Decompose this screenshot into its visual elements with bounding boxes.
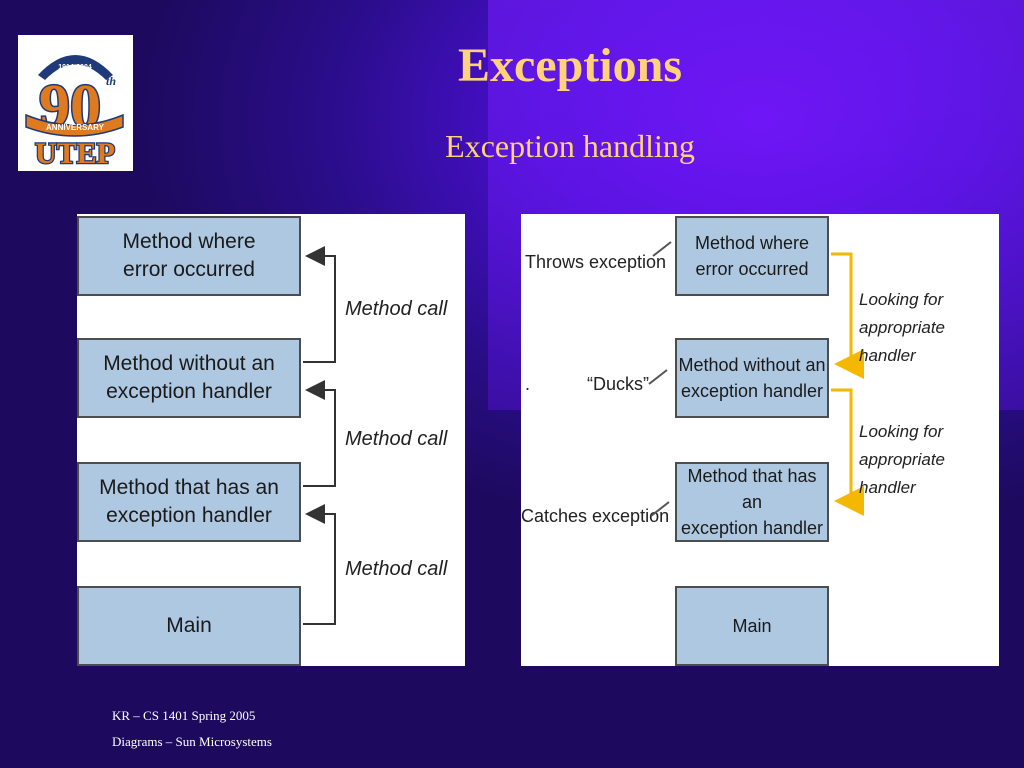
looking-for-handler-label-2: Looking for appropriate handler: [859, 422, 946, 497]
utep-90th-anniversary-logo: 1914-2004 90 th ANNIVERSARY UTEP: [18, 35, 133, 171]
ducks-label: “Ducks”: [587, 374, 649, 394]
box-main: Main: [77, 586, 301, 666]
box-method-with-handler: Method that has an exception handler: [77, 462, 301, 542]
logo-ribbon: ANNIVERSARY: [46, 123, 105, 132]
handler-search-arrows: [648, 241, 864, 517]
method-call-arrows: [303, 246, 336, 625]
box-main: Main: [675, 586, 829, 666]
exception-propagation-diagram: Method where error occurred Method witho…: [521, 214, 999, 666]
slide-title: Exceptions: [457, 39, 682, 92]
call-stack-diagram: Method where error occurred Method witho…: [77, 214, 465, 666]
box-method-where-error-occurred: Method where error occurred: [675, 216, 829, 296]
method-call-label-3: Method call: [345, 558, 448, 580]
box-method-without-handler: Method without an exception handler: [77, 338, 301, 418]
logo-graphic: 1914-2004 90 th ANNIVERSARY UTEP: [25, 55, 124, 171]
method-call-label-2: Method call: [345, 428, 448, 450]
footer-course: KR – CS 1401 Spring 2005: [112, 708, 256, 723]
throws-exception-label: Throws exception: [525, 252, 667, 272]
logo-suffix: th: [106, 74, 116, 88]
box-method-where-error-occurred: Method where error occurred: [77, 216, 301, 296]
looking-for-handler-label-1: Looking for appropriate handler: [859, 290, 946, 365]
logo-name: UTEP: [35, 137, 115, 170]
method-call-label-1: Method call: [345, 298, 448, 320]
logo-years: 1914-2004: [58, 64, 92, 71]
footer-credit: Diagrams – Sun Microsystems: [112, 734, 272, 749]
box-method-without-handler: Method without an exception handler: [675, 338, 829, 418]
box-method-with-handler: Method that has an exception handler: [675, 462, 829, 542]
dot-mark: .: [525, 374, 531, 394]
catches-exception-label: Catches exception: [521, 506, 670, 526]
pointer-ticks: [648, 241, 672, 517]
slide-subtitle: Exception handling: [445, 128, 695, 164]
